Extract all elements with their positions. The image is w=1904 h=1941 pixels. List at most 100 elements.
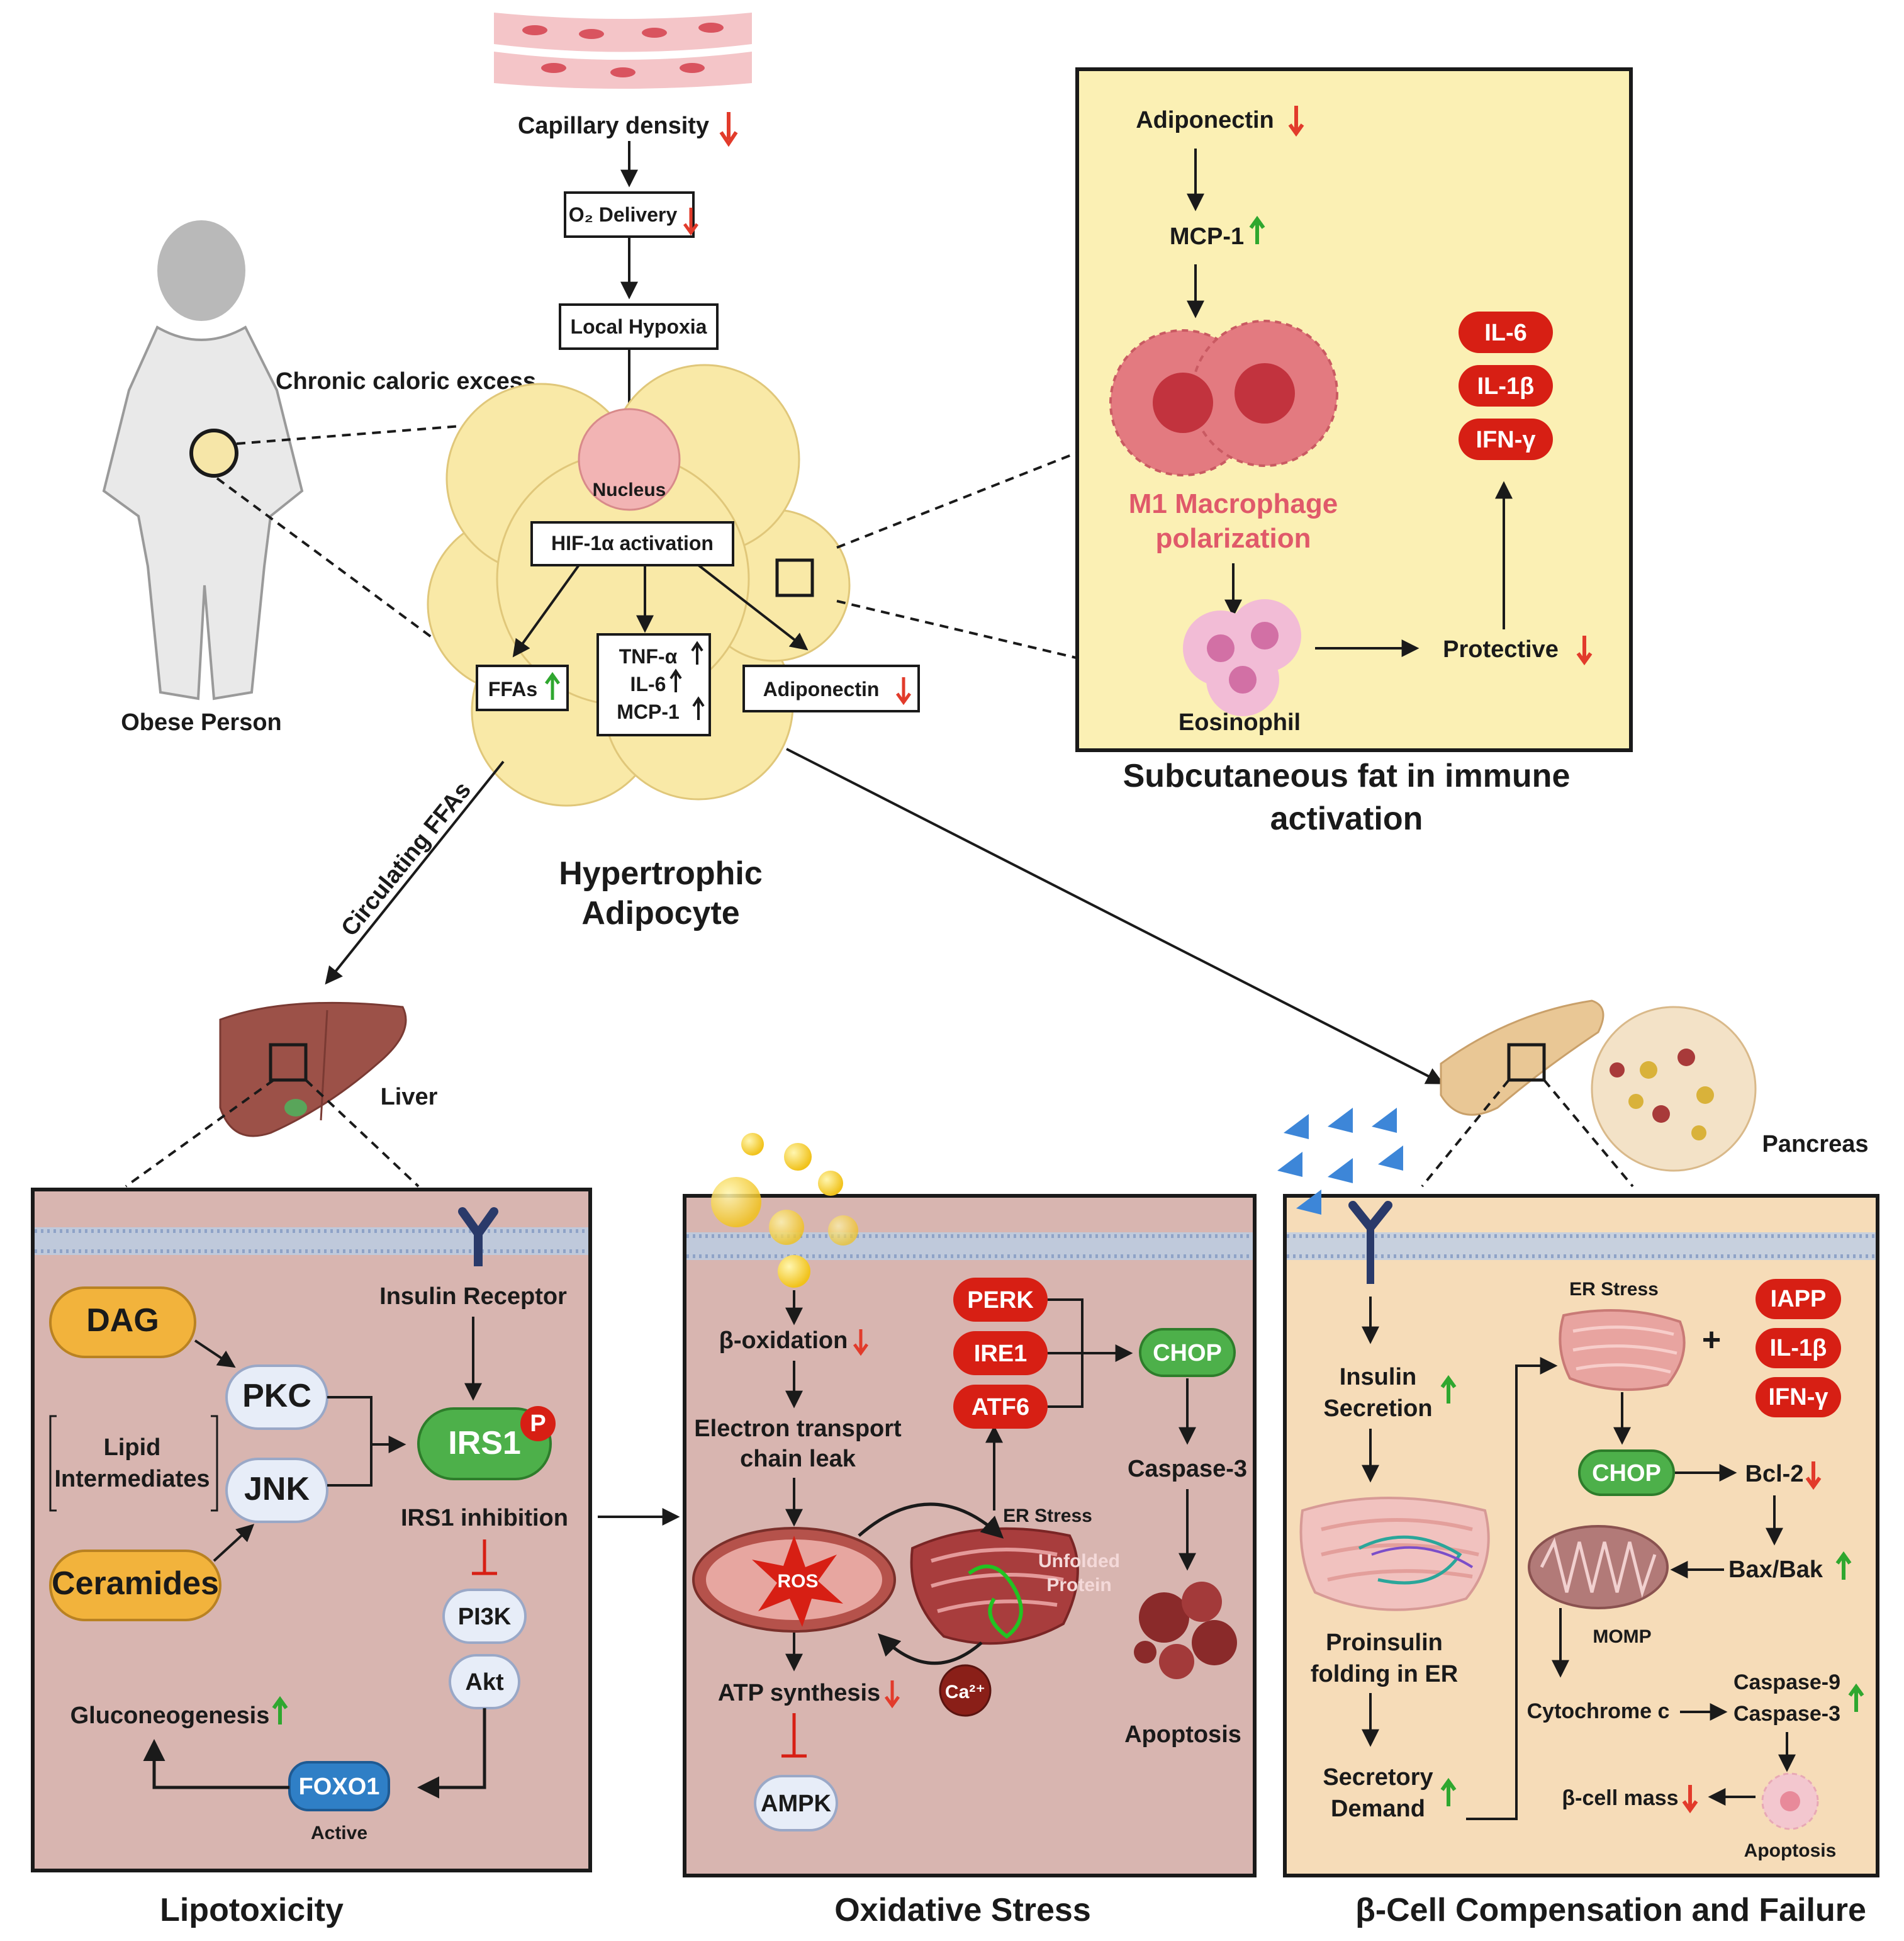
up-arrow-icon bbox=[669, 668, 682, 692]
hypertrophic-label-2: Adipocyte bbox=[581, 895, 739, 931]
dag-pill bbox=[49, 1286, 196, 1358]
circulating-ffas-label: Circulating FFAs bbox=[336, 777, 476, 942]
beta-ifng-label: IFN-γ bbox=[1769, 1384, 1828, 1410]
ire1-pill bbox=[953, 1331, 1048, 1375]
zoom-square-icon bbox=[775, 558, 814, 597]
il1b-pill bbox=[1459, 365, 1553, 407]
capillary-vessel-icon bbox=[494, 13, 752, 89]
beta-insulin-receptor-icon bbox=[1348, 1201, 1392, 1284]
bmass-label: β-cell mass bbox=[1562, 1786, 1678, 1810]
beta-chop-pill bbox=[1578, 1449, 1675, 1496]
inhibit-icon bbox=[472, 1539, 497, 1575]
capillary-density-label: Capillary density bbox=[518, 113, 709, 139]
perk-pill bbox=[953, 1278, 1048, 1322]
tnf-label: TNF-α bbox=[619, 645, 678, 668]
phospho-badge bbox=[520, 1406, 556, 1441]
inhibit-icon bbox=[781, 1713, 807, 1758]
ins-sec-label-1: Insulin bbox=[1340, 1364, 1416, 1390]
down-arrow-icon bbox=[1288, 106, 1304, 137]
hif-activation-box bbox=[530, 521, 734, 566]
lipotoxicity-title: Lipotoxicity bbox=[160, 1892, 344, 1928]
ox-er-stress-label: ER Stress bbox=[1003, 1505, 1092, 1526]
atf6-pill bbox=[953, 1385, 1048, 1429]
etc-label-1: Electron transport bbox=[694, 1415, 902, 1442]
insulin-receptor-label: Insulin Receptor bbox=[379, 1283, 567, 1310]
up-arrow-icon bbox=[1440, 1777, 1457, 1806]
ox-caspase3-label: Caspase-3 bbox=[1128, 1456, 1247, 1482]
down-arrow-icon bbox=[1576, 636, 1593, 666]
pancreas-zoom-square-icon bbox=[1507, 1043, 1546, 1082]
fatty-acid-droplets-icon bbox=[711, 1133, 858, 1288]
il6-pill bbox=[1459, 312, 1553, 353]
atf6-label: ATF6 bbox=[972, 1394, 1029, 1421]
ffas-label: FFAs bbox=[488, 678, 537, 700]
foxo1-label: FOXO1 bbox=[299, 1774, 380, 1800]
irs1-inhibition-label: IRS1 inhibition bbox=[401, 1505, 568, 1531]
hypertrophic-label-1: Hypertrophic bbox=[559, 855, 763, 892]
plus-label: + bbox=[1702, 1322, 1721, 1358]
cytokine-box bbox=[596, 633, 711, 736]
up-arrow-icon bbox=[1848, 1683, 1864, 1712]
beta-oxidation-label: β-oxidation bbox=[719, 1327, 848, 1354]
o2-delivery-box bbox=[564, 191, 695, 238]
irs1-label: IRS1 bbox=[448, 1425, 521, 1461]
beta-title: β-Cell Compensation and Failure bbox=[1355, 1892, 1866, 1928]
lipid-label-2: Intermediates bbox=[54, 1466, 210, 1492]
pi3k-label: PI3K bbox=[458, 1604, 512, 1630]
islet-icon bbox=[1591, 1006, 1757, 1172]
up-arrow-icon bbox=[1440, 1375, 1457, 1404]
liver-label: Liver bbox=[381, 1084, 438, 1110]
jnk-label: JNK bbox=[244, 1471, 310, 1507]
immune-adiponectin-label: Adiponectin bbox=[1136, 107, 1274, 133]
pro-label-2: folding in ER bbox=[1311, 1661, 1458, 1687]
ffas-box bbox=[476, 665, 569, 711]
eosinophil-label: Eosinophil bbox=[1179, 709, 1301, 736]
adiponectin-label: Adiponectin bbox=[763, 678, 880, 700]
beta-mitochondrion-icon bbox=[1528, 1525, 1669, 1609]
up-arrow-icon bbox=[272, 1696, 288, 1724]
cell-membrane bbox=[35, 1227, 588, 1255]
ins-sec-label-2: Secretion bbox=[1323, 1395, 1432, 1422]
lipid-label-1: Lipid bbox=[104, 1434, 161, 1461]
immune-mcp1-label: MCP-1 bbox=[1170, 223, 1244, 250]
iapp-pill bbox=[1756, 1279, 1841, 1319]
beta-il1b-label: IL-1β bbox=[1770, 1335, 1827, 1361]
pkc-label: PKC bbox=[242, 1378, 311, 1414]
casp3-label: Caspase-3 bbox=[1733, 1702, 1840, 1726]
ire1-label: IRE1 bbox=[974, 1341, 1027, 1367]
ros-label: ROS bbox=[777, 1571, 818, 1592]
beta-il1b-pill bbox=[1756, 1328, 1841, 1368]
down-arrow-icon bbox=[895, 677, 912, 706]
beta-apoptosis-label: Apoptosis bbox=[1744, 1840, 1837, 1861]
ifng-pill-label: IFN-γ bbox=[1476, 427, 1536, 453]
down-arrow-icon bbox=[884, 1680, 900, 1709]
sec-label-2: Demand bbox=[1331, 1796, 1425, 1822]
m1-label-1: M1 Macrophage bbox=[1129, 488, 1338, 519]
sec-label-1: Secretory bbox=[1323, 1764, 1433, 1791]
beta-apoptotic-cell-icon bbox=[1761, 1772, 1819, 1830]
o2-delivery-label: O₂ Delivery bbox=[569, 203, 678, 226]
mcp1-label: MCP-1 bbox=[617, 700, 680, 723]
obese-person-icon bbox=[102, 220, 304, 700]
cell-membrane bbox=[1287, 1232, 1876, 1260]
pancreas-label: Pancreas bbox=[1762, 1131, 1868, 1157]
liver-icon bbox=[219, 1001, 407, 1137]
ceramides-pill bbox=[49, 1550, 221, 1621]
down-arrow-icon bbox=[853, 1329, 869, 1356]
chronic-caloric-label: Chronic caloric excess bbox=[276, 368, 536, 395]
bcl2-label: Bcl-2 bbox=[1745, 1461, 1804, 1487]
calcium-label: Ca²⁺ bbox=[945, 1682, 985, 1702]
beta-er-stress-icon bbox=[1559, 1309, 1686, 1391]
ox-chop-pill bbox=[1139, 1328, 1236, 1377]
proinsulin-er-icon bbox=[1299, 1497, 1490, 1611]
akt-label: Akt bbox=[465, 1669, 504, 1696]
pro-label-1: Proinsulin bbox=[1326, 1629, 1443, 1656]
beta-er-stress-label: ER Stress bbox=[1569, 1279, 1659, 1300]
perk-label: PERK bbox=[967, 1287, 1034, 1314]
cell-membrane bbox=[686, 1232, 1253, 1260]
phospho-label: P bbox=[530, 1410, 546, 1437]
up-arrow-icon bbox=[1835, 1551, 1852, 1580]
nucleus-label: Nucleus bbox=[593, 480, 666, 500]
eosinophil-icon bbox=[1183, 599, 1301, 716]
ampk-label: AMPK bbox=[761, 1791, 831, 1817]
